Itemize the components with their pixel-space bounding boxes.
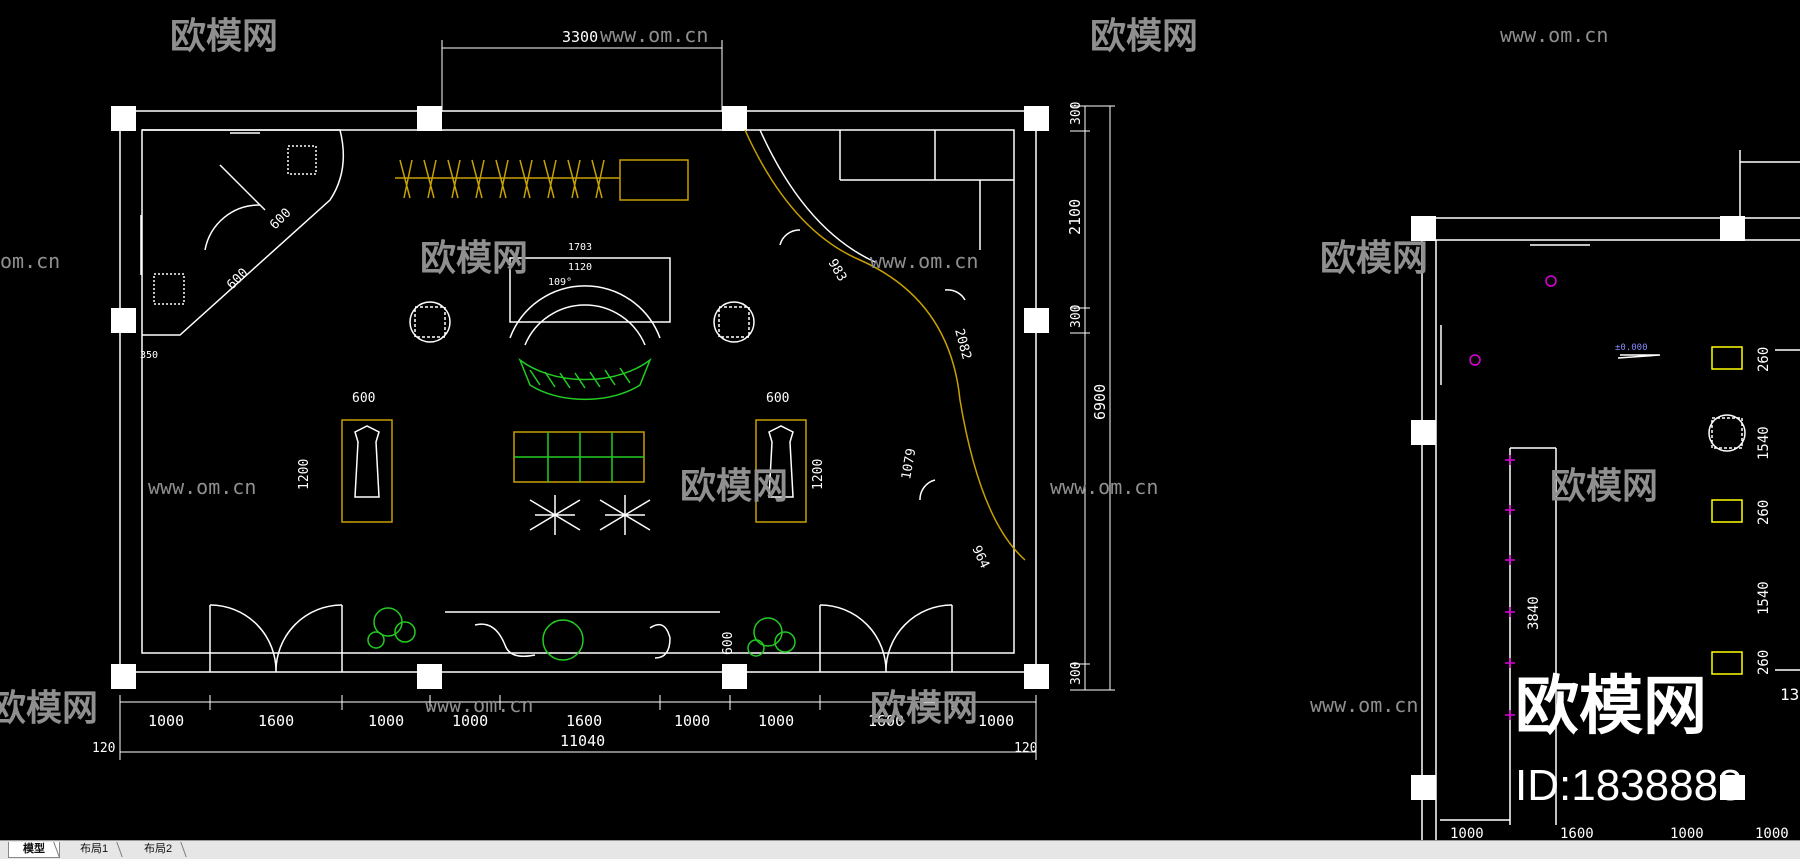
dimension-labels-left: 3300 300 2100 300 6900 300 1000 1600 100… xyxy=(92,28,1109,756)
vertical-dim: 3840 xyxy=(1526,596,1542,630)
mannequin-display-right xyxy=(755,419,807,523)
dim-bottom-2: 1000 xyxy=(368,712,404,730)
right-bottom-dim-0: 1000 xyxy=(1450,826,1484,840)
tab-layout-1[interactable]: 布局1 xyxy=(66,842,122,857)
arc-counter xyxy=(518,357,652,401)
watermark-brand: 欧模网 xyxy=(680,466,788,507)
dim-right-3: 6900 xyxy=(1091,384,1109,420)
dimension-labels-right: ±0.000 260 1540 260 1540 260 3840 1000 1… xyxy=(1450,343,1799,840)
dim-front-depth: 600 xyxy=(721,632,736,655)
lamps xyxy=(529,495,651,535)
watermark-url: www.om.cn xyxy=(148,475,256,499)
dim-edge-right: 120 xyxy=(1014,741,1037,756)
dim-display-right-w: 600 xyxy=(766,391,789,406)
dim-table-outer: 1703 xyxy=(568,242,592,253)
watermarks: 欧模网 欧模网 欧模网 欧模网 欧模网 欧模网 欧模网 欧模网 xyxy=(0,16,1658,729)
dim-fitting-a: 600 xyxy=(267,206,294,233)
right-bottom-dim-2: 1000 xyxy=(1670,826,1704,840)
dim-table-inner: 1120 xyxy=(568,262,592,273)
dim-curve-3: 1079 xyxy=(899,447,919,480)
dim-edge-left: 120 xyxy=(92,741,115,756)
dim-display-right-h: 1200 xyxy=(811,459,826,490)
dim-overall: 11040 xyxy=(560,732,605,750)
watermark-brand: 欧模网 xyxy=(170,16,278,57)
right-bottom-dim-1: 1600 xyxy=(1560,826,1594,840)
outer-wall xyxy=(119,110,1037,673)
entrance-doors xyxy=(209,604,953,673)
side-dim-4: 260 xyxy=(1756,650,1772,675)
dim-display-left-h: 1200 xyxy=(297,459,312,490)
dim-bottom-4: 1600 xyxy=(566,712,602,730)
curved-display-wall xyxy=(744,129,1026,561)
level-mark: ±0.000 xyxy=(1615,343,1648,353)
dim-right-1: 2100 xyxy=(1066,199,1084,235)
side-dim-3: 1540 xyxy=(1756,581,1772,615)
watermark-url: www.om.cn xyxy=(1050,475,1158,499)
dim-table-angle: 109° xyxy=(548,277,572,288)
dim-curve-1: 983 xyxy=(825,257,850,285)
side-dim-2: 260 xyxy=(1756,500,1772,525)
mannequin-display-left xyxy=(341,419,393,523)
floor-plan-left xyxy=(111,106,1049,689)
fitting-seat xyxy=(287,145,317,175)
fitting-room xyxy=(142,129,345,336)
watermark-url: www.om.cn xyxy=(870,249,978,273)
watermark-brand: 欧模网 xyxy=(1090,16,1198,57)
dim-right-2: 300 xyxy=(1069,305,1084,328)
dimension-lines-left xyxy=(119,40,1115,760)
detail-dim-labels: 600 600 350 1703 1120 109° 600 1200 600 … xyxy=(140,206,992,655)
watermark-brand: 欧模网 xyxy=(420,238,528,279)
side-dim-0: 260 xyxy=(1756,347,1772,372)
watermark-url: om.cn xyxy=(0,249,60,273)
columns xyxy=(111,106,1049,689)
watermark-brand: 欧模网 xyxy=(0,688,98,729)
dim-right-0: 300 xyxy=(1069,102,1084,125)
dim-wall-offset: 350 xyxy=(140,350,158,361)
watermark-brand: 欧模网 xyxy=(1320,238,1428,279)
dim-curve-4: 964 xyxy=(968,543,992,571)
layout-tab-bar: 模型 布局1 布局2 xyxy=(0,840,1800,859)
pillar-right xyxy=(718,306,750,338)
dim-fitting-b: 600 xyxy=(224,266,251,293)
dim-display-left-w: 600 xyxy=(352,391,375,406)
watermark-id: ID:1838888 xyxy=(1515,761,1743,810)
magenta-marks xyxy=(1469,275,1557,720)
watermark-url: www.om.cn xyxy=(600,23,708,47)
dim-bottom-1: 1600 xyxy=(258,712,294,730)
dim-bottom-8: 1000 xyxy=(978,712,1014,730)
dim-top: 3300 xyxy=(562,28,598,46)
dim-right-4: 300 xyxy=(1069,662,1084,685)
dim-bottom-5: 1000 xyxy=(674,712,710,730)
watermark-url: www.om.cn xyxy=(1500,23,1608,47)
watermark-url: www.om.cn xyxy=(425,693,533,717)
cad-drawing-canvas[interactable]: 3300 300 2100 300 6900 300 1000 1600 100… xyxy=(0,0,1800,840)
dim-bottom-0: 1000 xyxy=(148,712,184,730)
dim-bottom-3: 1000 xyxy=(452,712,488,730)
watermark-urls: www.om.cn www.om.cn om.cn www.om.cn www.… xyxy=(0,23,1608,717)
side-dim-1: 1540 xyxy=(1756,426,1772,460)
right-bottom-dim-3: 1000 xyxy=(1755,826,1789,840)
watermark-brand: 欧模网 xyxy=(1550,466,1658,507)
watermark-logo-large: 欧模网 xyxy=(1515,670,1707,744)
clothes-rack xyxy=(395,159,689,201)
watermark-url: www.om.cn xyxy=(1310,693,1418,717)
tab-model[interactable]: 模型 xyxy=(8,842,60,858)
tab-layout-2[interactable]: 布局2 xyxy=(130,842,186,857)
inner-wall xyxy=(141,129,1015,654)
partial-text: 13 xyxy=(1780,685,1799,704)
cash-table xyxy=(509,257,671,323)
dim-curve-2: 2082 xyxy=(951,327,974,361)
plants xyxy=(367,607,796,661)
dim-bottom-7: 1600 xyxy=(868,712,904,730)
pillar-left xyxy=(414,306,446,338)
watermark-brand: 欧模网 xyxy=(870,688,978,729)
dim-bottom-6: 1000 xyxy=(758,712,794,730)
